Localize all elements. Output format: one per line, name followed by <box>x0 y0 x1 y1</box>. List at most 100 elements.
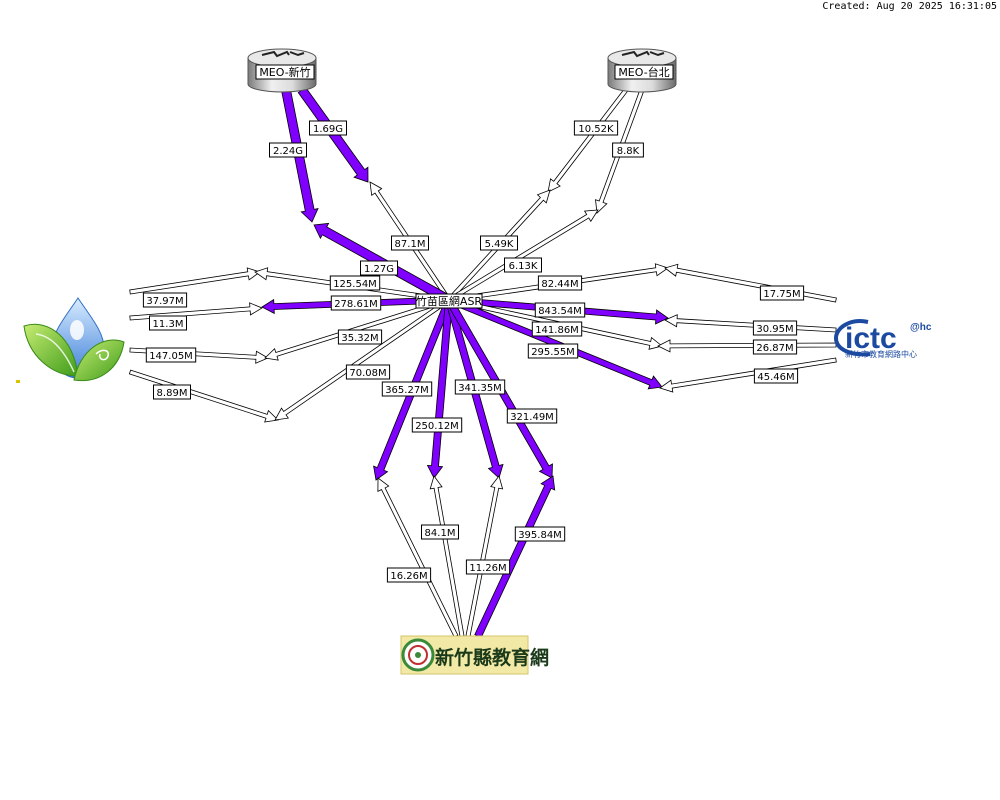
link-asr-leaf-4[interactable] <box>274 297 451 421</box>
ictc-subtitle: 新竹市教育網路中心 <box>845 349 917 359</box>
traffic-value: 6.13K <box>509 261 538 272</box>
traffic-label-meo-hc-asr-in: 87.1M <box>391 235 429 251</box>
link-ictc-asr-1[interactable] <box>664 263 837 303</box>
link-meo-taipei-a[interactable] <box>547 88 629 193</box>
traffic-label-box <box>345 364 391 380</box>
traffic-label-edu-2b: 84.1M <box>421 524 459 540</box>
traffic-value: 70.08M <box>349 368 386 379</box>
link-leaf-1[interactable] <box>129 267 261 295</box>
traffic-label-box <box>149 315 187 331</box>
router-meo-taipei[interactable]: MEO-台北 <box>607 48 677 93</box>
traffic-label-leaf-1b: 125.54M <box>329 275 381 291</box>
link-edu-asr-4[interactable] <box>474 475 556 639</box>
traffic-label-box <box>391 235 429 251</box>
traffic-label-leaf-3a: 147.05M <box>145 347 197 363</box>
traffic-value: 1.69G <box>313 124 343 135</box>
traffic-label-edu-4b: 395.84M <box>514 526 566 542</box>
traffic-label-edu-3b: 11.26M <box>465 559 511 575</box>
traffic-label-box <box>309 120 347 136</box>
traffic-value: 82.44M <box>541 279 578 290</box>
traffic-value: 5.49K <box>485 239 514 250</box>
traffic-label-box <box>573 120 619 136</box>
traffic-value: 45.46M <box>757 372 794 383</box>
traffic-value: 125.54M <box>333 279 377 290</box>
traffic-label-ictc-3b: 26.87M <box>752 339 798 355</box>
traffic-label-box <box>142 292 188 308</box>
traffic-value: 11.3M <box>153 319 184 330</box>
traffic-label-leaf-4a: 8.89M <box>153 384 191 400</box>
traffic-label-meo-tp-b: 8.8K <box>612 142 644 158</box>
traffic-label-leaf-2a: 11.3M <box>149 315 187 331</box>
router-name: MEO-台北 <box>618 65 669 79</box>
link-layer <box>128 86 837 639</box>
edu-name: 新竹縣教育網 <box>435 646 549 669</box>
traffic-label-edu-4a: 321.49M <box>506 408 558 424</box>
traffic-value: 26.87M <box>756 343 793 354</box>
link-leaf-4[interactable] <box>128 369 279 423</box>
traffic-value: 10.52K <box>578 124 614 135</box>
traffic-value: 341.35M <box>458 383 502 394</box>
link-asr-leaf-3[interactable] <box>264 297 451 361</box>
traffic-label-box <box>537 275 583 291</box>
traffic-label-box <box>153 384 191 400</box>
traffic-value: 295.55M <box>531 347 575 358</box>
traffic-label-edu-2a: 250.12M <box>411 417 463 433</box>
asr-name: 竹苗區網ASR <box>416 294 483 308</box>
traffic-label-box <box>421 524 459 540</box>
traffic-value: 843.54M <box>538 306 582 317</box>
traffic-label-box <box>531 321 583 337</box>
traffic-label-leaf-3b: 35.32M <box>337 329 383 345</box>
created-timestamp: Created: Aug 20 2025 16:31:05 <box>822 1 997 12</box>
traffic-label-box <box>514 526 566 542</box>
link-edu-asr-2[interactable] <box>429 475 465 637</box>
traffic-label-meo-tp-asr-a: 5.49K <box>480 235 518 251</box>
traffic-value: 250.12M <box>415 421 459 432</box>
link-ictc-asr-2[interactable] <box>664 314 837 333</box>
link-asr-meo-taipei-b[interactable] <box>447 209 599 303</box>
traffic-value: 147.05M <box>149 351 193 362</box>
link-asr-edu-2[interactable] <box>426 299 453 479</box>
traffic-label-meo-hc-out: 2.24G <box>269 142 307 158</box>
traffic-value: 16.26M <box>390 571 427 582</box>
traffic-label-box <box>337 329 383 345</box>
label-layer: 1.69G 2.24G 87.1M 1.27G 10.52K 8.8K 5.49K 6.13K… <box>142 120 805 583</box>
traffic-label-box <box>612 142 644 158</box>
traffic-label-meo-hc-in: 1.69G <box>309 120 347 136</box>
traffic-label-box <box>534 302 586 318</box>
traffic-label-meo-hc-asr-out: 1.27G <box>360 260 398 276</box>
traffic-label-ictc-3a: 141.86M <box>531 321 583 337</box>
traffic-label-edu-1a: 365.27M <box>381 381 433 397</box>
link-ictc-asr-4[interactable] <box>659 357 837 393</box>
traffic-label-box <box>454 379 506 395</box>
traffic-label-box <box>386 567 432 583</box>
traffic-value: 1.27G <box>364 264 394 275</box>
router-label-box <box>255 64 315 80</box>
leaf-right-icon <box>73 339 125 382</box>
router-arrows-icon <box>261 50 305 58</box>
traffic-label-ictc-4b: 45.46M <box>753 368 799 384</box>
traffic-label-box <box>753 368 799 384</box>
router-meo-hsinchu[interactable]: MEO-新竹 <box>247 48 317 93</box>
traffic-value: 321.49M <box>510 412 554 423</box>
traffic-value: 278.61M <box>334 299 378 310</box>
traffic-label-leaf-2b: 278.61M <box>330 295 382 311</box>
traffic-label-edu-3a: 341.35M <box>454 379 506 395</box>
traffic-label-box <box>269 142 307 158</box>
node-asr[interactable]: 竹苗區網ASR <box>415 293 483 309</box>
node-water-leaf[interactable] <box>16 297 125 383</box>
link-ictc-asr-3[interactable] <box>657 339 837 353</box>
link-edu-asr-3[interactable] <box>465 475 504 637</box>
link-asr-ictc-4[interactable] <box>447 296 663 390</box>
router-name: MEO-新竹 <box>259 65 310 79</box>
ictc-logo-sup: @hc <box>910 322 932 333</box>
traffic-label-leaf-1a: 37.97M <box>142 292 188 308</box>
node-ictc[interactable]: ictc @hc 新竹市教育網路中心 <box>833 319 932 359</box>
traffic-label-meo-tp-a: 10.52K <box>573 120 619 136</box>
link-edu-asr-1[interactable] <box>377 477 459 638</box>
traffic-label-box <box>752 320 798 336</box>
traffic-value: 35.32M <box>341 333 378 344</box>
logo-marker <box>16 380 20 383</box>
node-edu[interactable]: 新竹縣教育網 <box>400 635 549 675</box>
traffic-label-box <box>504 257 542 273</box>
